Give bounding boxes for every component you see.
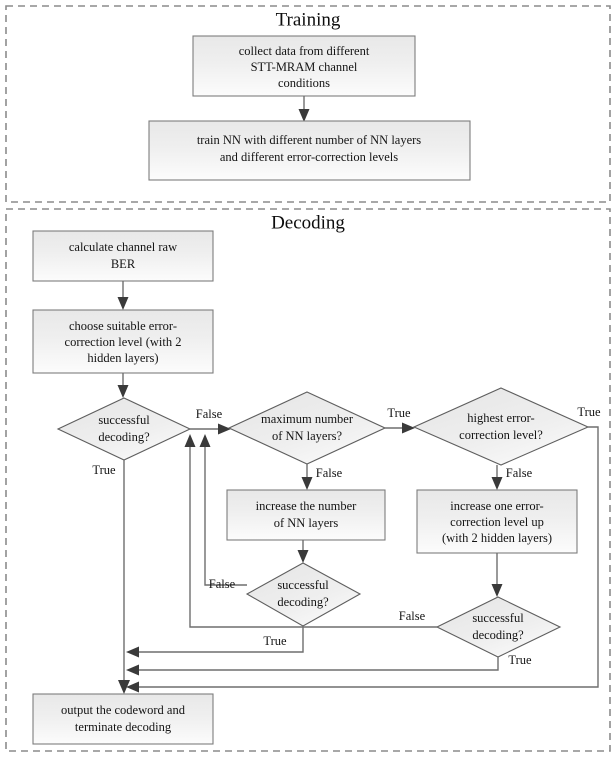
section-title-training: Training <box>276 9 341 30</box>
edge-label-highest-false: False <box>506 466 533 480</box>
section-frame-training <box>5 5 611 203</box>
node-decision-decode-3-line-1: decoding? <box>472 628 524 642</box>
node-output-codeword <box>32 693 214 745</box>
node-collect-data <box>192 35 416 97</box>
arrowhead-ber-to-choose <box>117 297 129 310</box>
node-calculate-ber-line-1: BER <box>111 257 136 271</box>
arrowhead-decode3-true-to-output <box>126 664 139 676</box>
edge-decode3-false-loop <box>189 444 437 628</box>
node-increase-layers-line-0: increase the number <box>256 499 357 513</box>
node-choose-level <box>32 309 214 374</box>
node-calculate-ber-line-0: calculate channel raw <box>69 240 177 254</box>
node-decision-decode-2-line-1: decoding? <box>277 595 329 609</box>
node-increase-level-line-1: correction level up <box>450 515 544 529</box>
node-decision-decode-1-line-1: decoding? <box>98 430 150 444</box>
node-decision-decode-3-line-0: successful <box>472 611 524 625</box>
node-decision-max-layers-line-1: of NN layers? <box>272 429 343 443</box>
node-decision-decode-1-line-0: successful <box>98 413 150 427</box>
node-collect-data-line-2: conditions <box>278 76 330 90</box>
section-title-decoding: Decoding <box>271 212 345 233</box>
edge-label-maxlayers-true: True <box>387 406 411 420</box>
edge-label-decode1-true: True <box>92 463 116 477</box>
edge-label-decode2-false: False <box>209 577 236 591</box>
edge-label-decode2-true: True <box>263 634 287 648</box>
node-output-codeword-line-0: output the codeword and <box>61 703 186 717</box>
node-decision-highest-level-line-0: highest error- <box>467 411 534 425</box>
node-collect-data-line-0: collect data from different <box>239 44 370 58</box>
arrowhead-choose-to-decision1 <box>117 385 129 398</box>
edge-decode3-true-to-output <box>135 657 499 671</box>
node-increase-level-line-2: (with 2 hidden layers) <box>442 531 552 545</box>
arrowhead-highest-true-loop <box>126 681 139 693</box>
arrowhead-maxlayers-false-down <box>301 477 313 490</box>
node-increase-layers <box>226 489 386 541</box>
node-choose-level-line-0: choose suitable error- <box>69 319 177 333</box>
edge-label-decode1-false: False <box>196 407 223 421</box>
node-train-nn-line-1: and different error-correction levels <box>220 150 398 164</box>
arrowhead-decode1-false-to-maxlayers <box>218 423 231 435</box>
node-increase-layers-line-1: of NN layers <box>274 516 339 530</box>
node-train-nn <box>148 120 471 181</box>
node-decision-max-layers-line-0: maximum number <box>261 412 354 426</box>
node-increase-level-line-0: increase one error- <box>450 499 543 513</box>
arrowhead-into-output <box>118 680 130 694</box>
arrowhead-decode3-false-loop <box>184 434 196 447</box>
arrowhead-decode2-false-loop <box>199 434 211 447</box>
edge-decode2-false-loop <box>204 444 247 586</box>
arrowhead-increase-level-to-decode3 <box>491 584 503 597</box>
edge-label-highest-true: True <box>577 405 601 419</box>
node-decision-decode-2-line-0: successful <box>277 578 329 592</box>
arrowhead-increase-layers-to-decode2 <box>297 550 309 563</box>
node-decision-highest-level <box>412 387 590 466</box>
section-frame-decoding <box>5 208 611 752</box>
node-choose-level-line-1: correction level (with 2 <box>65 335 182 349</box>
node-output-codeword-line-1: terminate decoding <box>75 720 172 734</box>
node-calculate-ber <box>32 230 214 282</box>
edge-label-decode3-true: True <box>508 653 532 667</box>
node-decision-highest-level-line-1: correction level? <box>459 428 543 442</box>
arrowhead-collect-to-train <box>298 109 310 122</box>
arrowhead-maxlayers-true-to-highest <box>402 422 415 434</box>
node-train-nn-line-0: train NN with different number of NN lay… <box>197 133 421 147</box>
edge-decode2-true-to-output <box>135 626 304 653</box>
arrowhead-highest-false-down <box>491 477 503 490</box>
arrowhead-decode2-true-to-output <box>126 646 139 658</box>
node-collect-data-line-1: STT-MRAM channel <box>251 60 358 74</box>
edge-label-decode3-false: False <box>399 609 426 623</box>
edge-highest-true-loop <box>135 426 599 688</box>
edge-label-maxlayers-false: False <box>316 466 343 480</box>
node-choose-level-line-2: hidden layers) <box>87 351 158 365</box>
